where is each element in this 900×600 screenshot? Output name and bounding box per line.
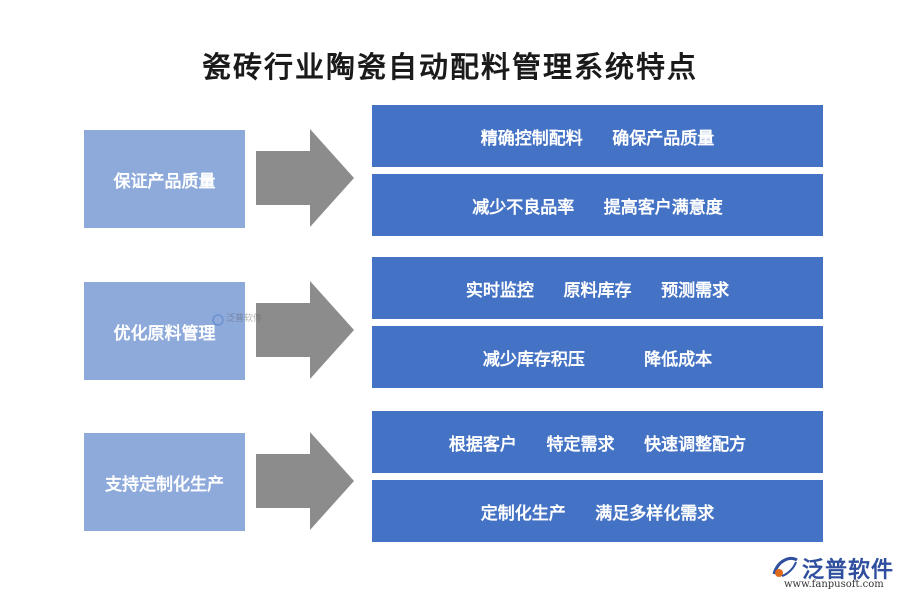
feature-box: 减少不良品率 提高客户满意度	[372, 174, 823, 236]
page-title: 瓷砖行业陶瓷自动配料管理系统特点	[201, 50, 698, 84]
arrow-right-icon	[256, 129, 354, 227]
logo-name: 泛普软件	[802, 558, 895, 583]
arrow-right-icon	[256, 432, 354, 530]
fanpu-logo-icon	[772, 557, 798, 577]
feature-box: 减少库存积压 降低成本	[372, 326, 823, 388]
watermark-logo-icon	[212, 314, 224, 326]
group-label-quality: 保证产品质量	[84, 130, 245, 228]
feature-box: 精确控制配料 确保产品质量	[372, 105, 823, 167]
brand-logo: 泛普软件 www.fanpusoft.com	[768, 552, 898, 596]
group-label-customization: 支持定制化生产	[84, 433, 245, 531]
feature-box: 根据客户 特定需求 快速调整配方	[372, 411, 823, 473]
feature-box: 实时监控 原料库存 预测需求	[372, 257, 823, 319]
logo-url: www.fanpusoft.com	[784, 579, 884, 590]
watermark-text: 泛普软件	[226, 314, 263, 324]
feature-box: 定制化生产 满足多样化需求	[372, 480, 823, 542]
watermark: 泛普软件	[212, 311, 272, 327]
arrow-right-icon	[256, 281, 354, 379]
group-label-material: 优化原料管理	[84, 282, 245, 380]
